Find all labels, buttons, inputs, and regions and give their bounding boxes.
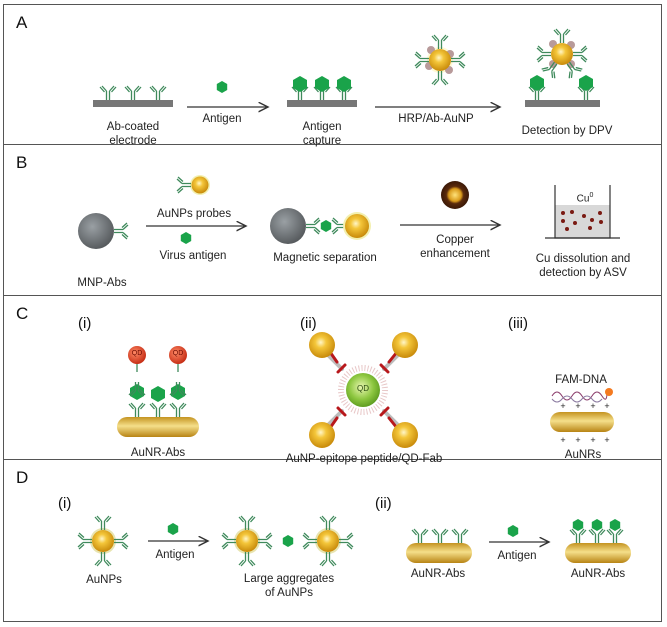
panel-letter-c: C bbox=[16, 304, 29, 323]
hrp-ab-aunp-icon bbox=[414, 34, 466, 86]
d-i-large-aggregates bbox=[221, 515, 354, 567]
d-i-arrow-antigen bbox=[148, 523, 208, 541]
label-detection-by-dpv: Detection by DPV bbox=[521, 125, 613, 137]
label-magnetic-separation: Magnetic separation bbox=[273, 252, 377, 264]
d-ii-aunr-abs-end bbox=[565, 519, 631, 563]
label-d-i-aggregates-line2: of AuNPs bbox=[265, 587, 313, 599]
b-arrow-copper-enhancement bbox=[400, 181, 500, 225]
tag-d-i: (i) bbox=[58, 495, 72, 512]
tag-c-ii: (ii) bbox=[300, 315, 317, 332]
label-hrp-ab-aunp: HRP/Ab-AuNP bbox=[398, 113, 474, 125]
panel-letter-d: D bbox=[16, 468, 29, 487]
tag-d-ii: (ii) bbox=[375, 495, 392, 512]
label-cu-dissolution-line2: detection by ASV bbox=[539, 267, 627, 279]
c-i-aunr-abs bbox=[117, 346, 199, 437]
copper-enhanced-particle-icon bbox=[441, 181, 469, 209]
label-d-ii-antigen: Antigen bbox=[497, 550, 537, 562]
svg-text:+: + bbox=[560, 401, 565, 411]
label-c-ii-aunp-epitope: AuNP-epitope peptide/QD-Fab bbox=[285, 453, 443, 465]
qd-text-2: QD bbox=[172, 350, 184, 357]
svg-text:+: + bbox=[604, 435, 609, 445]
tag-c-iii: (iii) bbox=[508, 315, 528, 332]
qd-text-1: QD bbox=[131, 350, 143, 357]
panel-letter-a: A bbox=[16, 13, 28, 32]
c-iii-fam-dna-aunrs: + + + + + + + + bbox=[550, 388, 614, 445]
svg-text:+: + bbox=[590, 401, 595, 411]
panel-letter-b: B bbox=[16, 153, 28, 172]
a-arrow-antigen bbox=[187, 81, 268, 107]
label-d-i-antigen: Antigen bbox=[155, 549, 195, 561]
label-c-iii-aunrs: AuNRs bbox=[564, 449, 602, 461]
tag-c-i: (i) bbox=[78, 315, 92, 332]
label-copper-line1: Copper bbox=[436, 234, 474, 246]
qd-text-center: QD bbox=[357, 384, 369, 393]
label-mnp-abs: MNP-Abs bbox=[77, 277, 127, 289]
label-ab-coated-line2: electrode bbox=[109, 135, 157, 147]
d-ii-arrow-antigen bbox=[489, 525, 549, 542]
label-beaker-cu: Cu0 bbox=[577, 189, 594, 206]
label-aunps-probes: AuNPs probes bbox=[156, 208, 232, 220]
d-i-aunp bbox=[77, 515, 129, 567]
b-mnp-abs bbox=[78, 213, 129, 249]
label-fam-dna: FAM-DNA bbox=[555, 374, 607, 386]
svg-text:+: + bbox=[575, 401, 580, 411]
label-copper-line2: enhancement bbox=[420, 248, 490, 260]
label-virus-antigen: Virus antigen bbox=[159, 250, 227, 262]
svg-text:+: + bbox=[560, 435, 565, 445]
antigen-icon bbox=[216, 81, 228, 93]
a-antigen-capture bbox=[287, 76, 357, 107]
b-magnetic-separation bbox=[270, 208, 371, 244]
svg-text:+: + bbox=[604, 401, 609, 411]
label-d-ii-aunr-abs-end: AuNR-Abs bbox=[570, 568, 626, 580]
d-ii-aunr-abs-start bbox=[406, 528, 472, 563]
b-beaker bbox=[545, 185, 620, 239]
svg-text:+: + bbox=[575, 435, 580, 445]
label-arrow-antigen-a: Antigen bbox=[202, 113, 242, 125]
b-arrow-probes-antigen bbox=[146, 175, 246, 244]
a-arrow-hrp-ab-aunp bbox=[375, 34, 500, 107]
label-antigen-capture-line1: Antigen bbox=[302, 121, 342, 133]
label-d-i-aggregates-line1: Large aggregates bbox=[243, 573, 335, 585]
c-ii-aunp-epitope-qd-fab bbox=[309, 332, 418, 448]
beaker-cu-text: Cu bbox=[576, 193, 590, 205]
virus-antigen-icon bbox=[180, 232, 192, 244]
a-ab-coated-electrode bbox=[93, 85, 173, 107]
label-d-ii-aunr-abs-start: AuNR-Abs bbox=[410, 568, 466, 580]
beaker-cu-superscript: 0 bbox=[589, 192, 594, 199]
label-cu-dissolution-line1: Cu dissolution and bbox=[535, 253, 631, 265]
label-c-i-aunr-abs: AuNR-Abs bbox=[130, 447, 186, 459]
svg-text:+: + bbox=[590, 435, 595, 445]
label-ab-coated-line1: Ab-coated bbox=[106, 121, 160, 133]
label-antigen-capture-line2: capture bbox=[302, 135, 342, 147]
aunp-probe-icon bbox=[176, 175, 210, 195]
a-detection-by-dpv bbox=[525, 28, 600, 107]
label-d-i-aunps: AuNPs bbox=[86, 574, 122, 586]
